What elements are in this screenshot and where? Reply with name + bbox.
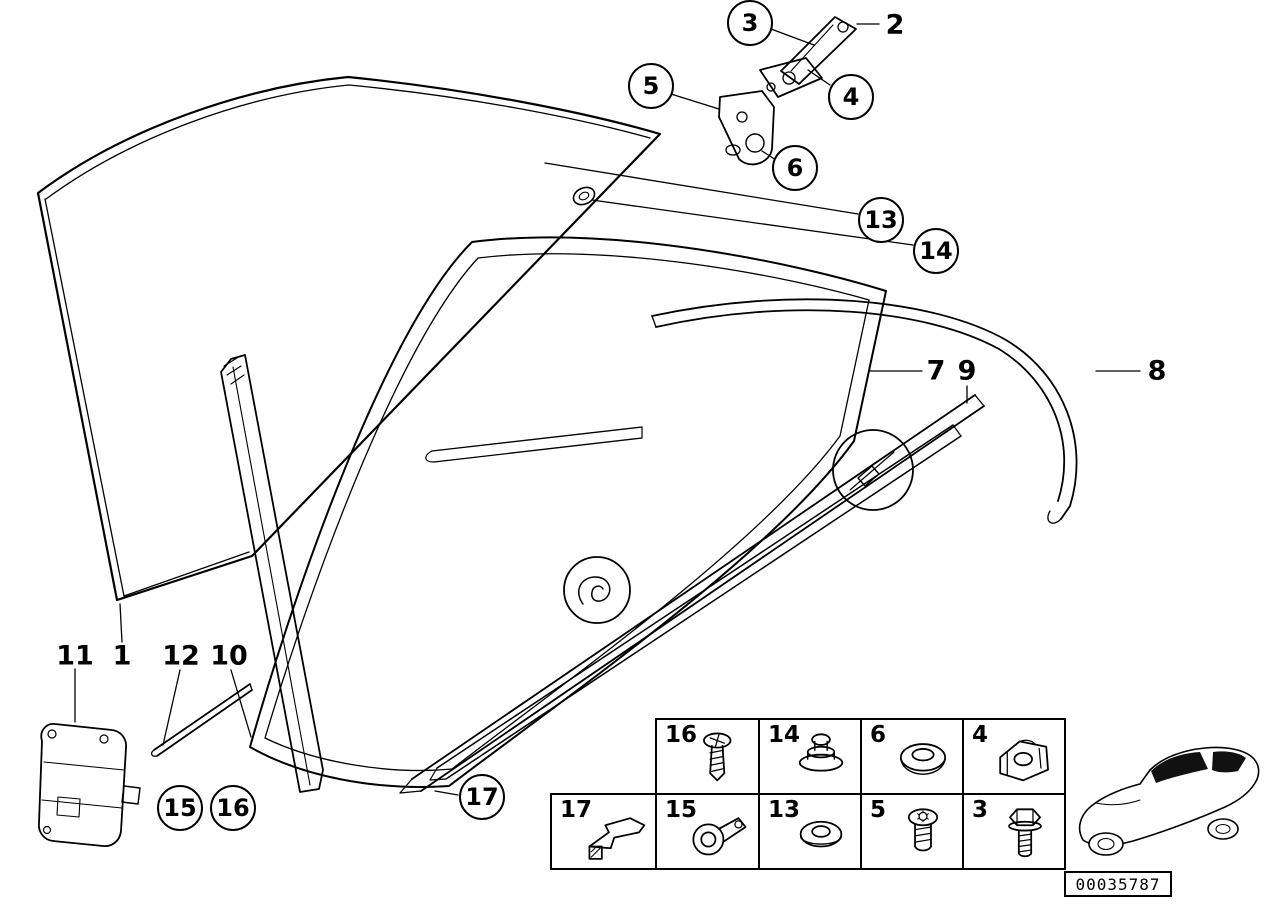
round-grommet-icon [899,743,947,775]
callout-17-label: 17 [465,783,499,811]
legend-label-5: 5 [870,797,887,823]
legend-label-13: 13 [768,797,801,823]
legend-label-15: 15 [665,797,698,823]
cable-clamp-icon [692,817,747,856]
legend-label-4: 4 [972,722,989,748]
hinge-bracket-assembly [718,16,857,166]
legend-cell-6[interactable]: 6 [860,718,964,795]
legend-cell-5[interactable]: 5 [860,793,964,870]
callout-3-label: 3 [741,9,759,37]
window-glass [36,75,662,602]
callout-15-label: 15 [163,794,197,822]
callout-2[interactable]: 2 [885,9,905,41]
callout-17[interactable]: 17 [459,774,505,820]
legend-cell-17[interactable]: 17 [550,793,657,870]
callout-12[interactable]: 12 [162,640,200,672]
callout-13-label: 13 [864,206,898,234]
lock-actuator [38,723,141,847]
callout-13[interactable]: 13 [858,197,904,243]
legend-cell-4[interactable]: 4 [962,718,1066,795]
legend-row-1: 16 14 6 [655,718,1066,795]
callout-15[interactable]: 15 [157,785,203,831]
legend-label-16: 16 [665,722,698,748]
callout-4[interactable]: 4 [828,74,874,120]
torx-screw-icon [907,808,939,852]
legend-label-17: 17 [560,797,593,823]
drawing-number-box: 00035787 [1064,871,1172,897]
callout-11[interactable]: 11 [56,640,94,672]
detail-circle-seal-end [563,556,631,624]
car-thumbnail [1078,746,1260,856]
callout-14-label: 14 [919,237,953,265]
flat-washer-icon [799,820,843,848]
callout-6[interactable]: 6 [772,145,818,191]
callout-1[interactable]: 1 [112,640,132,672]
callout-4-label: 4 [842,83,860,111]
leader-lines [74,23,1141,796]
legend-cell-16[interactable]: 16 [655,718,760,795]
callout-5-label: 5 [642,72,660,100]
actuating-rod [150,683,253,757]
drawing-number: 00035787 [1075,874,1161,894]
glass-hole-detail [572,186,596,206]
spring-clip-nut-icon [999,739,1049,782]
window-seal-frame [249,236,887,788]
callout-6-label: 6 [786,154,804,182]
legend-label-6: 6 [870,722,887,748]
callout-16-label: 16 [216,794,250,822]
legend-cell-15[interactable]: 15 [655,793,760,870]
legend-cell-14[interactable]: 14 [758,718,862,795]
callout-9[interactable]: 9 [957,355,977,387]
callout-7[interactable]: 7 [926,355,946,387]
callout-3[interactable]: 3 [727,0,773,46]
callout-8[interactable]: 8 [1147,355,1167,387]
callout-5[interactable]: 5 [628,63,674,109]
legend-row-2: 17 15 13 5 [550,793,1066,870]
callout-10[interactable]: 10 [210,640,248,672]
detail-circle-clip [832,429,914,511]
hex-bolt-icon [1008,808,1042,858]
waist-strips [399,394,985,794]
legend-label-3: 3 [972,797,989,823]
guide-channel [220,354,324,793]
legend-cell-13[interactable]: 13 [758,793,862,870]
legend-label-14: 14 [768,722,801,748]
legend-cell-3[interactable]: 3 [962,793,1066,870]
callout-14[interactable]: 14 [913,228,959,274]
retaining-bracket-icon [588,817,646,860]
pan-head-screw-icon [703,732,732,782]
callout-16[interactable]: 16 [210,785,256,831]
outer-molding [651,298,1078,524]
grommet-with-pin-icon [798,733,844,772]
